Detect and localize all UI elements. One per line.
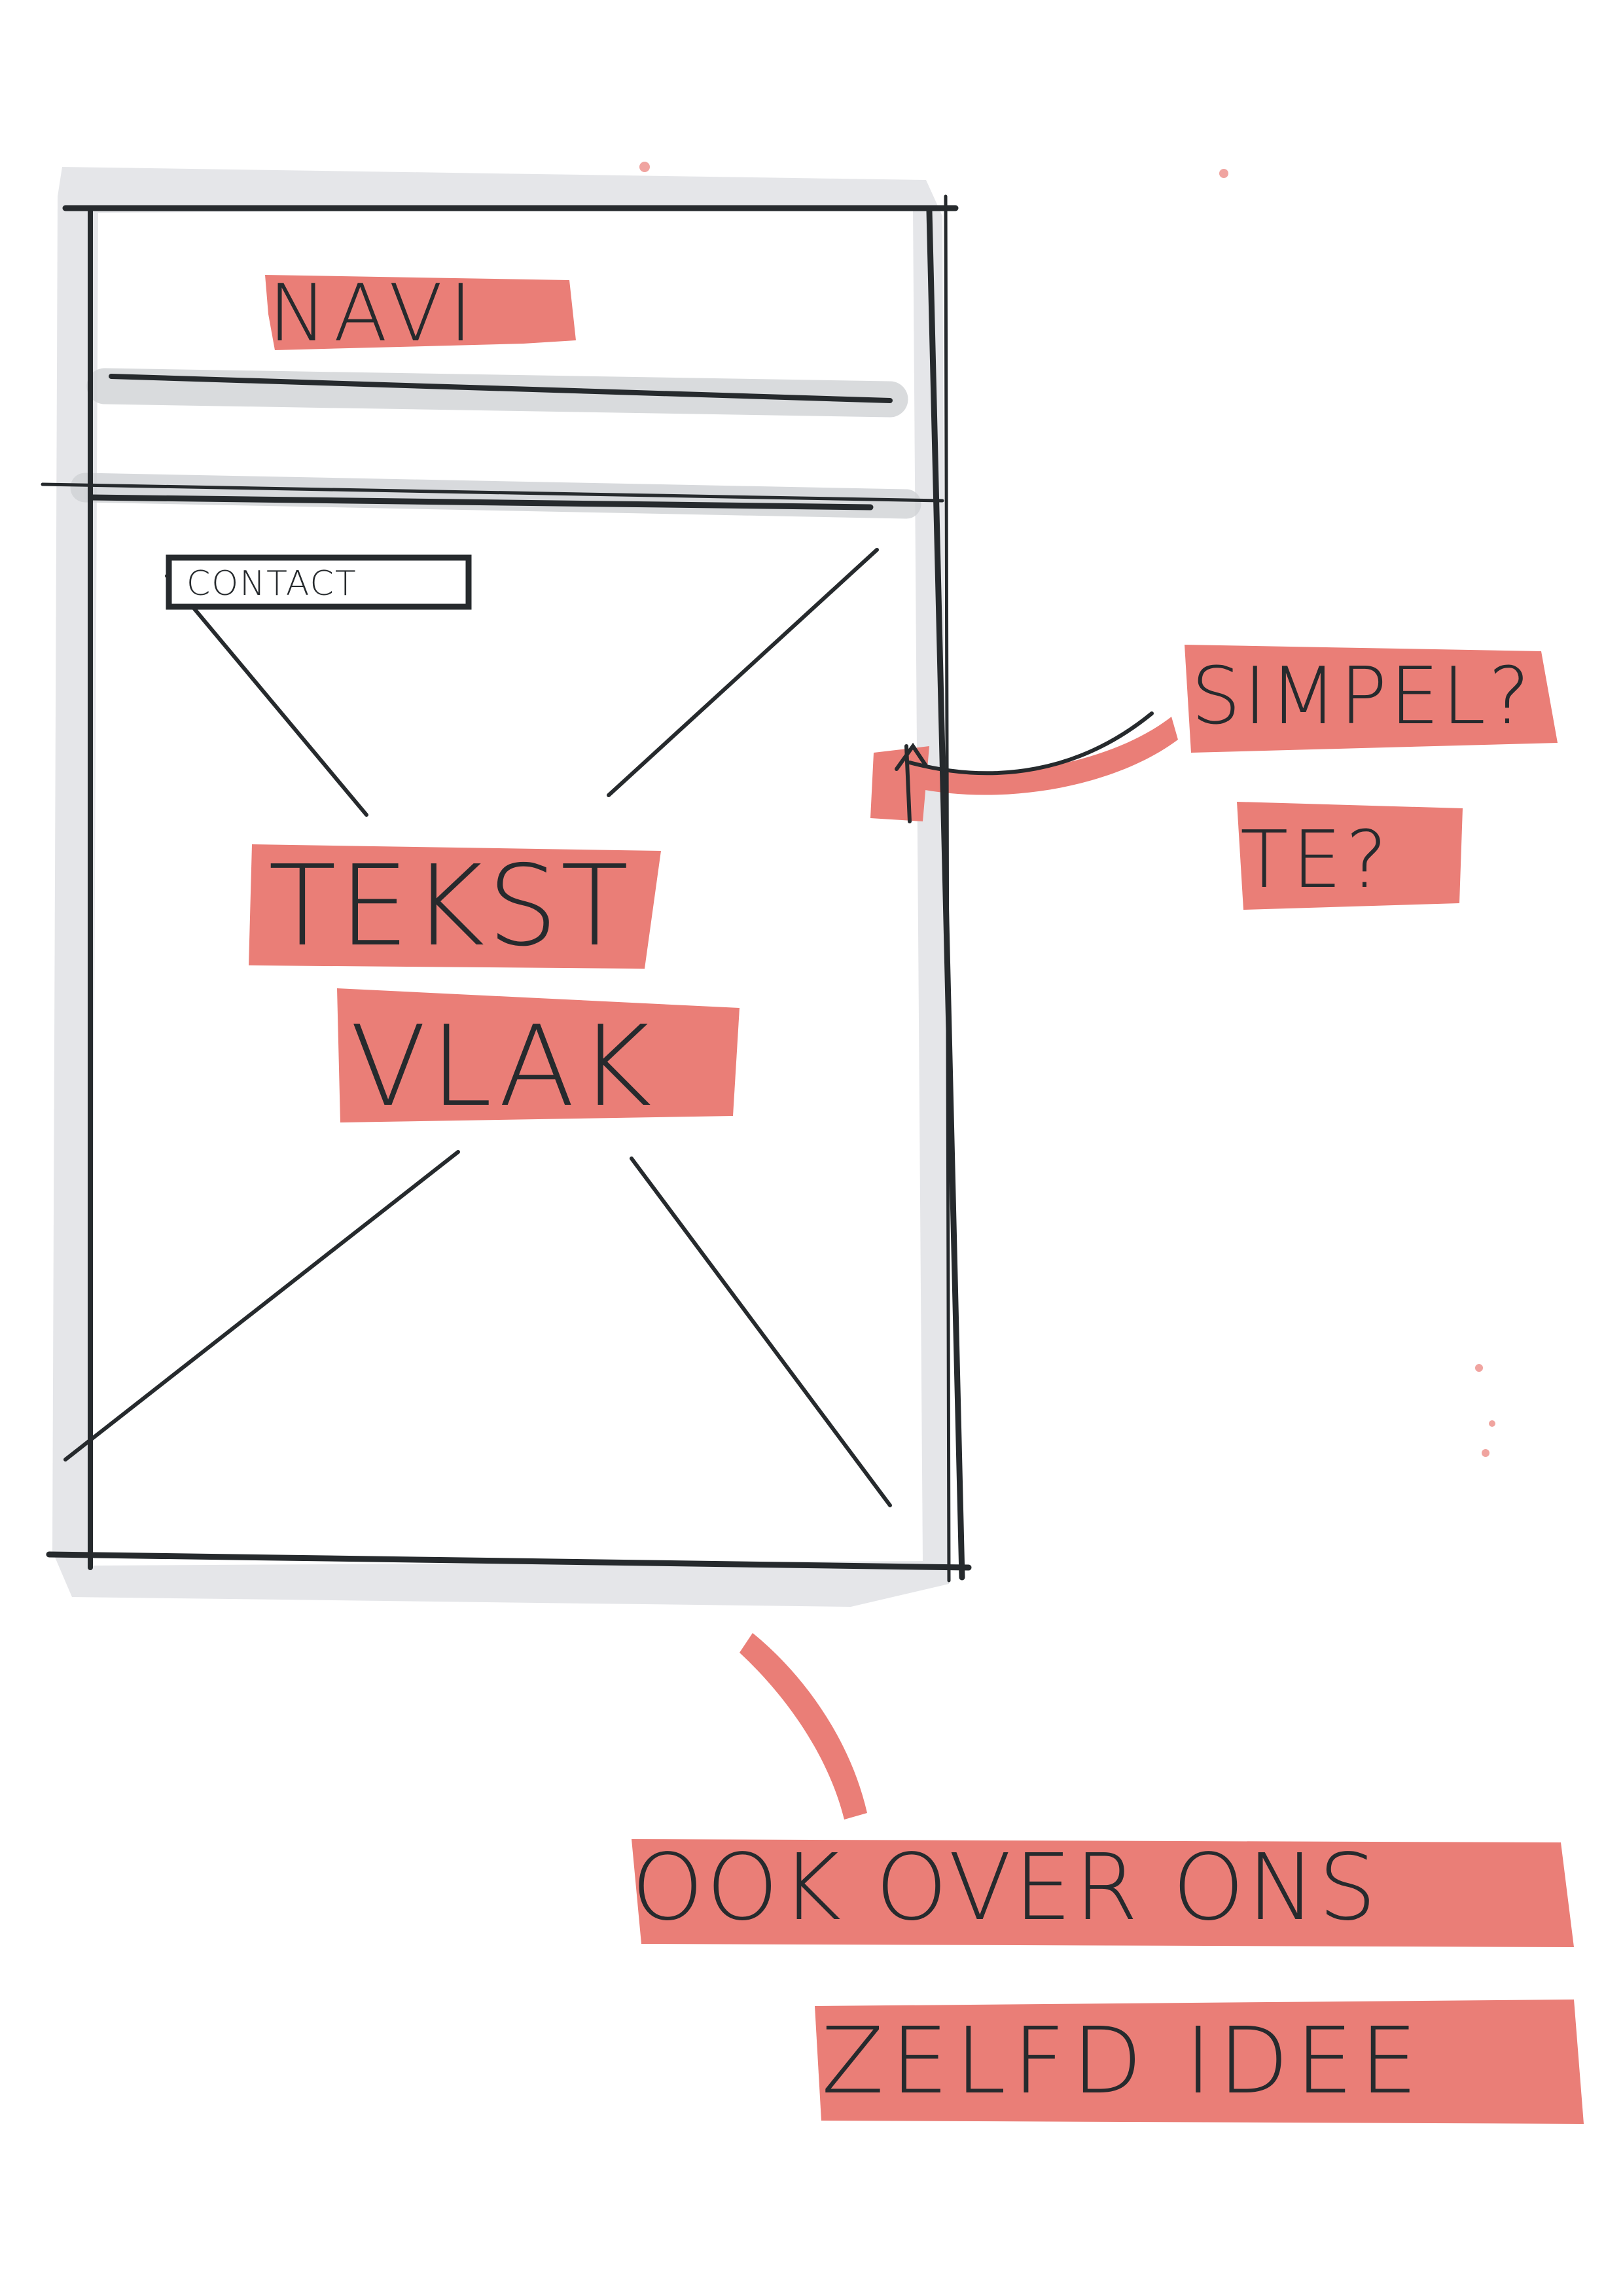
question-simpel: SIMPEL? (1191, 658, 1533, 736)
nav-label-text: NAVI (268, 268, 479, 359)
marker-highlights (249, 275, 1584, 2124)
note-line2: ZELFD IDEE (821, 2016, 1424, 2108)
highlight-arrow-shaft (903, 717, 1178, 795)
text-area-line1-text: TEKST (268, 842, 632, 971)
nav-label: NAVI (268, 275, 479, 353)
contact-button-text: CONTACT (187, 564, 357, 603)
image-placeholder-bottom (63, 1150, 892, 1507)
highlight-simpel (1185, 645, 1558, 753)
text-area-line2-text: VLAK (350, 1002, 656, 1132)
highlight-navi (265, 275, 576, 350)
highlight-vlak (337, 988, 740, 1122)
marker-specks (639, 162, 1495, 1457)
contact-button[interactable] (166, 554, 472, 610)
image-placeholder-top (165, 548, 879, 817)
highlight-pointer (740, 1633, 867, 1820)
frame-right-edge-2 (944, 194, 951, 1583)
note-line1-text: OOK OVER ONS (632, 1835, 1380, 1941)
highlight-tekst (249, 844, 661, 969)
question-te-text: TE? (1240, 815, 1391, 906)
note-line1: OOK OVER ONS (632, 1842, 1379, 1934)
header-divider (88, 494, 874, 511)
text-area-line2: VLAK (350, 1011, 656, 1122)
highlight-te (1237, 802, 1463, 910)
highlight-note-line1 (632, 1839, 1574, 1947)
frame-bottom-edge (46, 1551, 972, 1571)
contact-button-label[interactable]: CONTACT (187, 567, 357, 601)
highlight-note-line2 (815, 2000, 1584, 2124)
note-line2-text: ZELFD IDEE (821, 2008, 1425, 2115)
wireframe-frame (41, 194, 972, 1583)
question-te: TE? (1240, 821, 1391, 900)
nav-underline (109, 374, 893, 403)
frame-right-edge (926, 207, 965, 1581)
text-area-line1: TEKST (268, 851, 632, 962)
arrow-to-wireframe (895, 711, 1154, 823)
question-simpel-text: SIMPEL? (1191, 651, 1533, 742)
header-divider-top (41, 482, 944, 503)
